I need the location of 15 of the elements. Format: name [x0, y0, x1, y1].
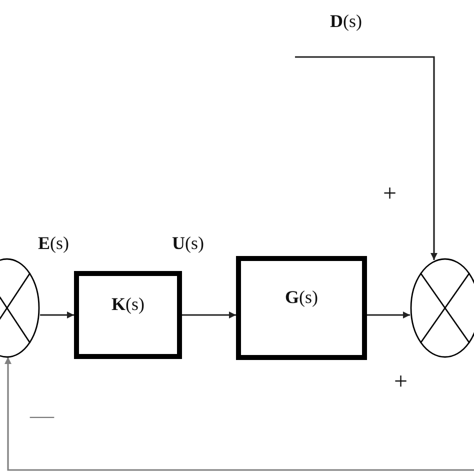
signal-label: U(s): [172, 234, 204, 252]
sign-label: +: [394, 370, 408, 394]
block-box: [74, 271, 182, 359]
arrow: [295, 56, 438, 260]
arrow: [40, 312, 74, 318]
arrow: [367, 312, 410, 318]
transfer-function: K(s): [111, 294, 144, 315]
arrow: [182, 312, 236, 318]
sign-label: —: [30, 404, 54, 428]
transfer-function: G(s): [284, 287, 318, 308]
sign-label: +: [383, 182, 397, 206]
arrow: [4, 357, 474, 471]
signal-label: D(s): [330, 12, 362, 30]
signal-label: E(s): [38, 234, 70, 252]
block-box: [236, 256, 367, 360]
